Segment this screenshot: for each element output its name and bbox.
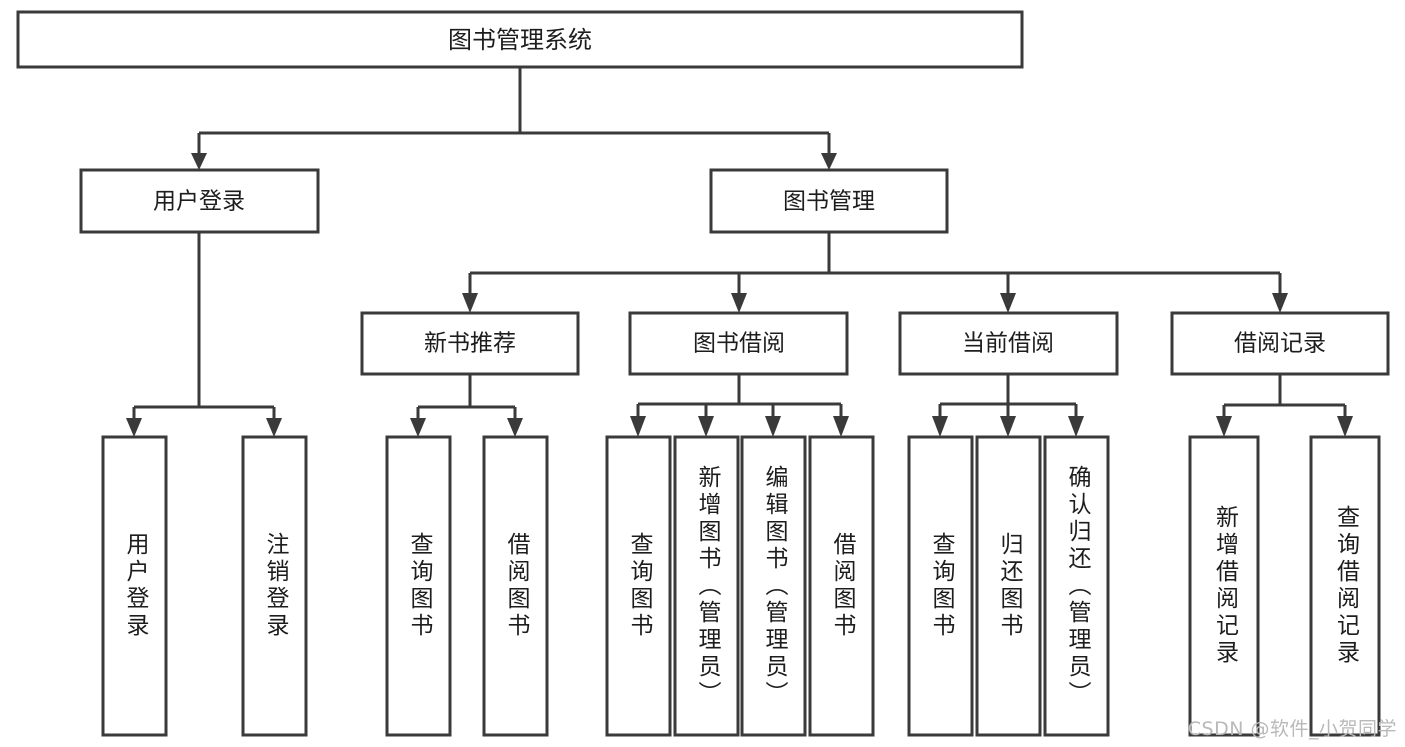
leaf-box-current-borrow-1[interactable] [907, 435, 974, 737]
arrow-head-bookborrow-leaf-2 [698, 416, 714, 437]
arrow-head-newbook-leaf-2 [507, 418, 523, 437]
leaf-box-borrow-record-2[interactable] [1309, 435, 1381, 737]
arrow-head-book-borrow [731, 293, 747, 313]
node-book-borrow-box[interactable] [628, 311, 849, 376]
arrow-head-borrow-record [1272, 293, 1288, 313]
arrow-head-new-book [462, 293, 478, 313]
node-book-borrow-label: 图书借阅 [693, 331, 785, 357]
arrow-head-user-login [191, 153, 207, 170]
node-root-label: 图书管理系统 [448, 26, 592, 54]
arrow-head-leaf-user-login [126, 418, 142, 437]
csdn-watermark: CSDN @软件_小贺同学 [1187, 718, 1397, 740]
node-book-management-label: 图书管理 [783, 189, 875, 215]
leaf-box-borrow-record-1[interactable] [1188, 435, 1260, 737]
node-new-book-recommend-box[interactable] [360, 311, 580, 376]
leaf-box-new-book-1[interactable] [385, 435, 452, 737]
arrow-head-currentborrow-leaf-3 [1068, 416, 1084, 437]
arrow-head-bookborrow-leaf-4 [833, 416, 849, 437]
leaf-box-book-borrow-3[interactable] [740, 435, 807, 737]
arrow-head-newbook-leaf-1 [410, 418, 426, 437]
node-borrow-record-label: 借阅记录 [1234, 331, 1326, 357]
arrow-head-bookborrow-leaf-3 [765, 416, 781, 437]
leaf-box-new-book-2[interactable] [482, 435, 549, 737]
node-layer [16, 10, 1390, 737]
node-current-borrow-label: 当前借阅 [962, 331, 1054, 357]
node-user-login-label: 用户登录 [153, 189, 245, 215]
arrow-head-book-mgmt [821, 153, 837, 170]
leaf-box-current-borrow-3[interactable] [1043, 435, 1110, 737]
arrow-head-borrowrecord-leaf-1 [1216, 416, 1232, 437]
leaf-box-book-borrow-2[interactable] [673, 435, 740, 737]
label-layer: 图书管理系统 用户登录 图书管理 新书推荐 图书借阅 当前借阅 借阅记录 [153, 26, 1326, 357]
leaf-box-user-login-2[interactable] [241, 435, 308, 737]
connector-layer [126, 67, 1353, 437]
node-borrow-record-box[interactable] [1170, 311, 1390, 376]
node-root-box[interactable] [16, 10, 1024, 69]
arrow-head-borrowrecord-leaf-2 [1337, 416, 1353, 437]
arrow-head-current-borrow [1000, 293, 1016, 313]
leaf-box-book-borrow-4[interactable] [808, 435, 875, 737]
arrow-head-bookborrow-leaf-1 [630, 416, 646, 437]
node-book-management-box[interactable] [709, 168, 949, 234]
arrow-head-leaf-logout [266, 418, 282, 437]
arrow-head-currentborrow-leaf-2 [1000, 416, 1016, 437]
arrow-head-currentborrow-leaf-1 [932, 416, 948, 437]
node-user-login-box[interactable] [79, 168, 320, 234]
leaf-box-current-borrow-2[interactable] [975, 435, 1042, 737]
node-current-borrow-box[interactable] [898, 311, 1119, 376]
leaf-box-book-borrow-1[interactable] [605, 435, 672, 737]
leaf-box-user-login-1[interactable] [101, 435, 168, 737]
node-new-book-recommend-label: 新书推荐 [424, 331, 516, 357]
